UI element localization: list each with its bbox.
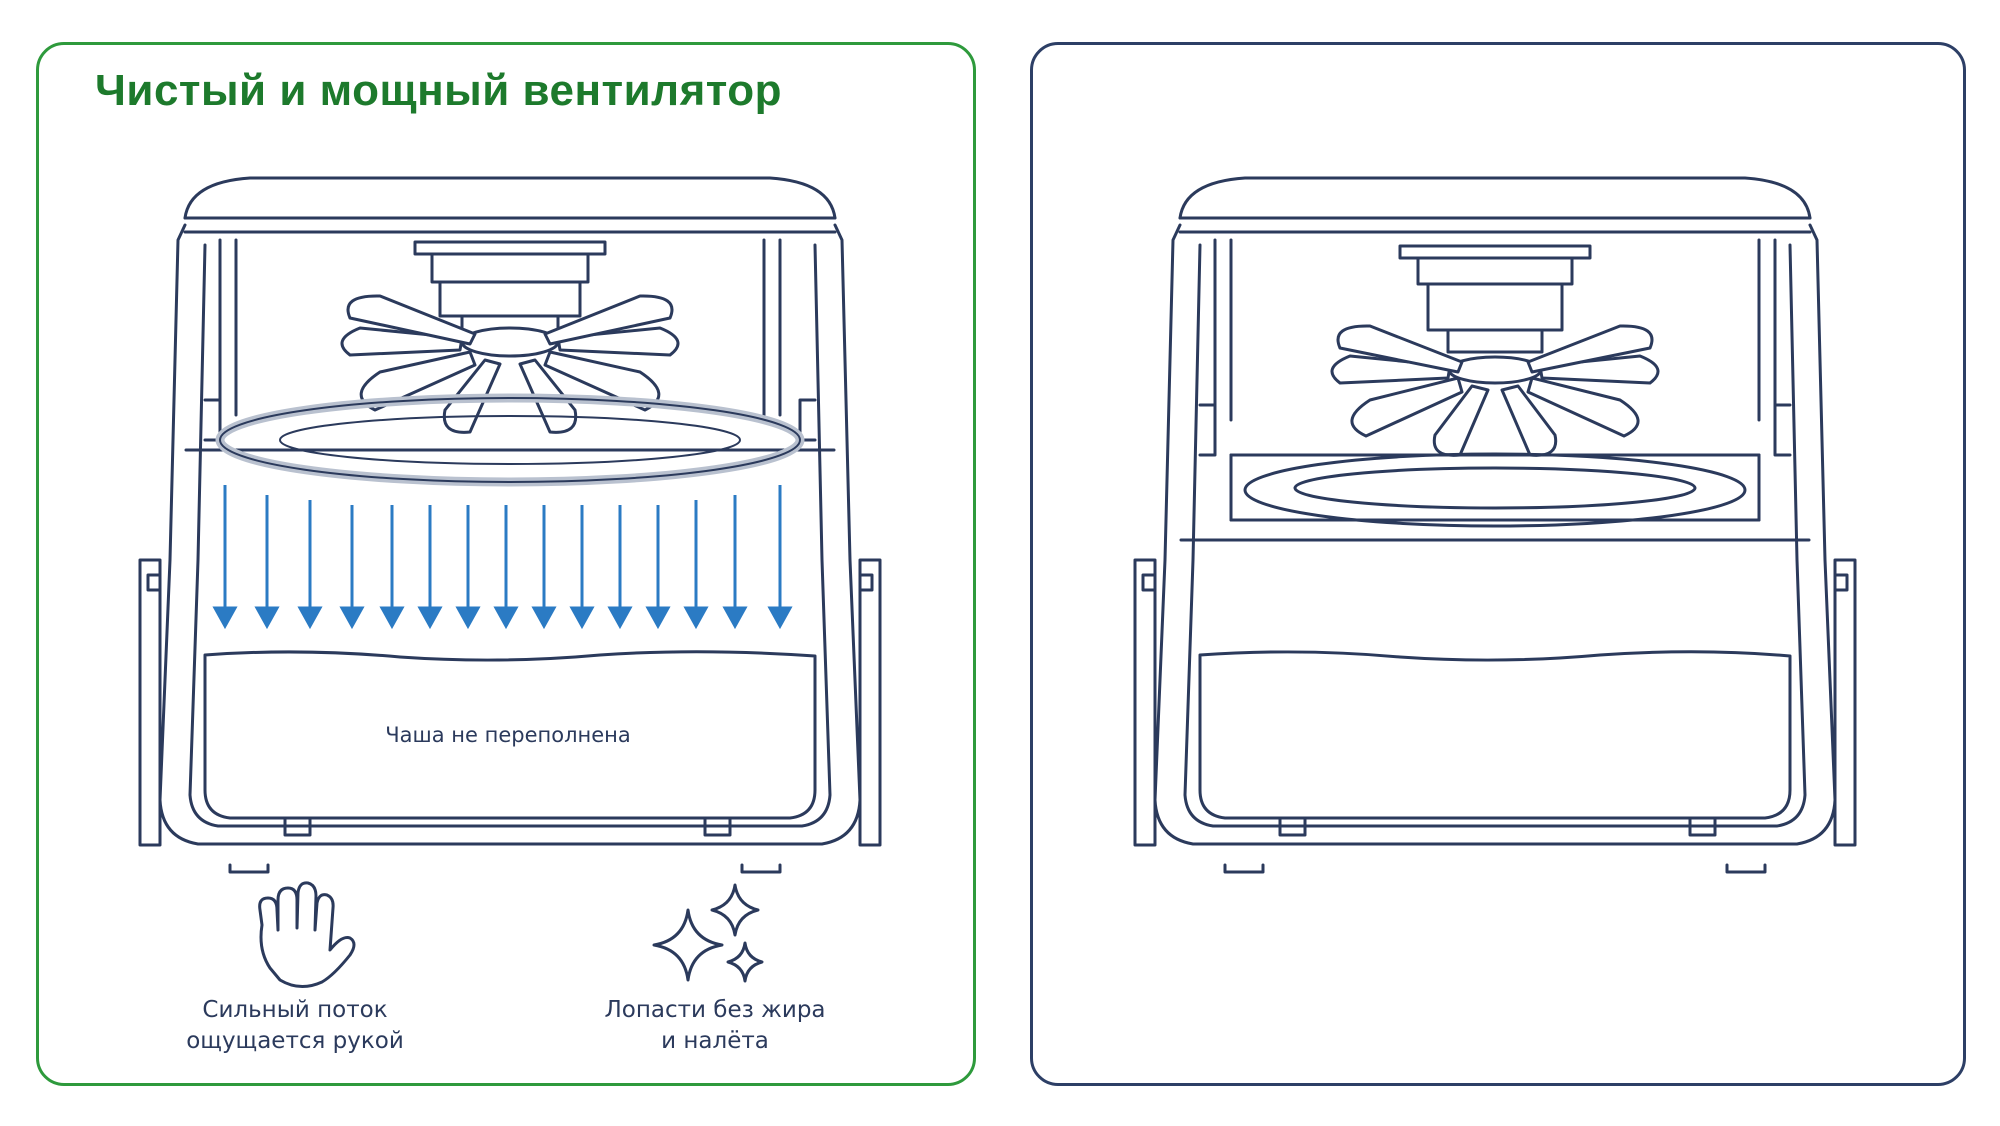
arrow xyxy=(493,505,519,630)
arrow xyxy=(379,505,405,630)
arrow xyxy=(767,485,793,630)
appliance-lid xyxy=(183,176,837,220)
feature-caption-airflow: Сильный поток ощущается рукой xyxy=(186,997,404,1054)
arrow xyxy=(417,505,443,630)
heating-ring xyxy=(1243,452,1747,528)
motor-housing xyxy=(413,240,607,256)
basket-handle-right xyxy=(858,558,882,847)
bowl xyxy=(1198,650,1792,820)
arrow xyxy=(569,505,595,630)
basket-handle-left xyxy=(138,558,162,847)
arrow xyxy=(645,505,671,630)
motor-housing xyxy=(1398,244,1592,260)
arrow xyxy=(212,485,238,630)
arrow xyxy=(297,500,323,630)
appliance-body xyxy=(1153,223,1837,846)
basket-handle-left xyxy=(1133,558,1157,847)
airflow-arrows xyxy=(212,485,793,630)
feature-caption-clean-blades: Лопасти без жира и налёта xyxy=(604,997,826,1054)
fan-blades xyxy=(1330,324,1660,457)
bowl xyxy=(203,650,817,820)
hand-icon xyxy=(258,881,356,988)
arrow xyxy=(339,505,365,630)
arrow xyxy=(254,495,280,630)
panel-title: Чистый и мощный вентилятор xyxy=(95,66,782,115)
fan-hub xyxy=(460,326,560,358)
appliance-lid xyxy=(1178,176,1812,220)
arrow xyxy=(722,495,748,630)
appliance-left xyxy=(138,176,882,874)
appliance-body xyxy=(158,223,862,846)
sparkles-icon xyxy=(652,883,764,983)
arrow xyxy=(531,505,557,630)
basket-handle-right xyxy=(1833,558,1857,847)
arrow xyxy=(607,505,633,630)
arrow xyxy=(683,500,709,630)
bowl-label: Чаша не переполнена xyxy=(385,723,631,747)
arrow xyxy=(455,505,481,630)
appliance-right xyxy=(1133,176,1857,874)
